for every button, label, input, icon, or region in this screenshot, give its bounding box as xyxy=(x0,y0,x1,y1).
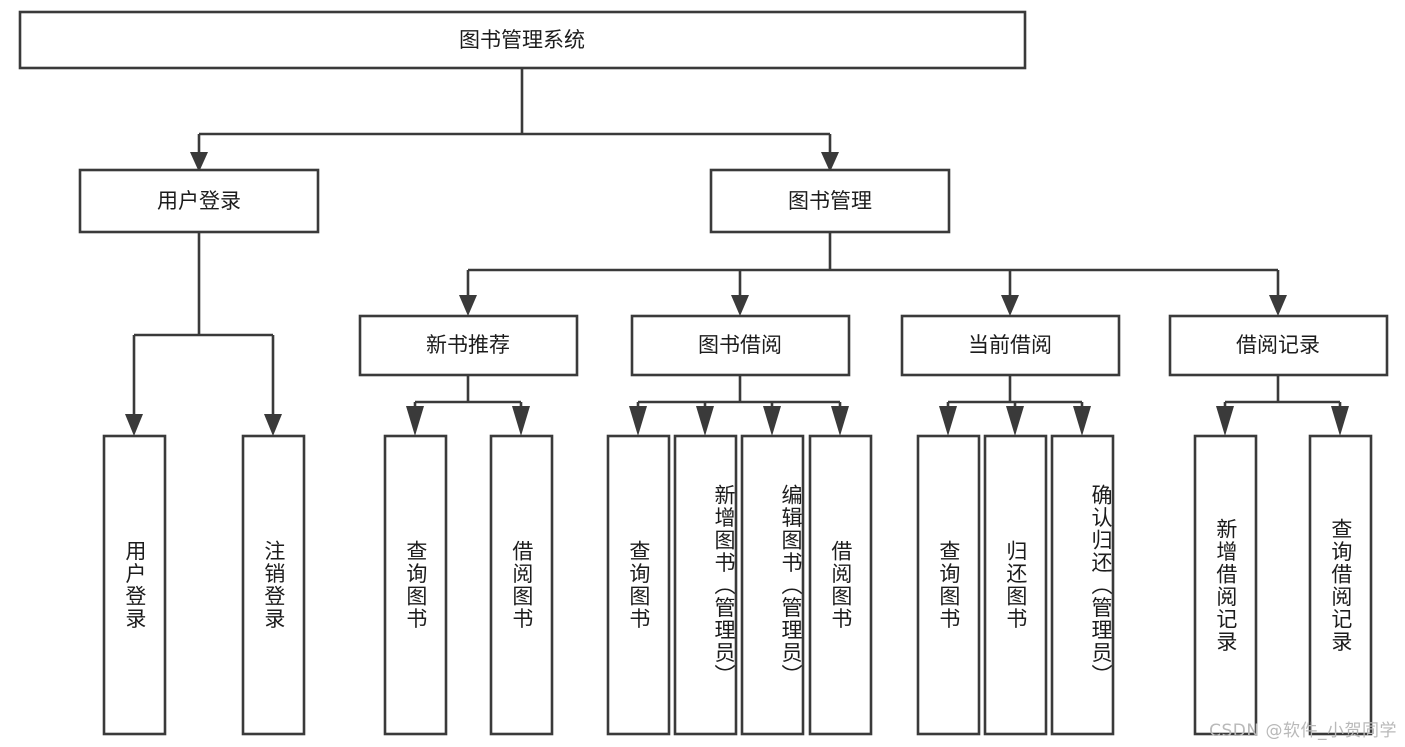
node-new-book-recommend[interactable] xyxy=(358,314,579,377)
arrowhead-rc-leaf1 xyxy=(1216,406,1234,436)
arrowhead-ul-leaf2 xyxy=(264,414,282,436)
arrowhead-book-manage xyxy=(821,152,839,172)
arrowhead-borrow xyxy=(731,295,749,316)
node-current-borrow[interactable] xyxy=(900,314,1121,377)
arrowhead-bw-leaf2 xyxy=(696,406,714,436)
node-current-borrow-label: 当前借阅 xyxy=(968,333,1052,357)
node-borrow-record[interactable] xyxy=(1168,314,1389,377)
leaf-current-query-book[interactable] xyxy=(916,434,981,736)
arrowhead-user-login xyxy=(190,152,208,172)
arrowhead-cb-leaf1 xyxy=(939,406,957,436)
node-book-management-label: 图书管理 xyxy=(788,189,872,213)
arrowhead-current xyxy=(1001,295,1019,316)
arrowhead-bw-leaf1 xyxy=(629,406,647,436)
leaf-user-login-user-login[interactable] xyxy=(102,434,167,736)
connector-group-user-login xyxy=(125,232,282,436)
arrowhead-newbook xyxy=(459,295,477,316)
arrowhead-cb-leaf2 xyxy=(1006,406,1024,436)
arrowhead-nb-leaf1 xyxy=(406,406,424,436)
leaf-current-return-book[interactable] xyxy=(983,434,1048,736)
connector-group-borrow xyxy=(629,375,849,436)
arrowhead-ul-leaf1 xyxy=(125,414,143,436)
leaf-borrow-query-book[interactable] xyxy=(606,434,671,736)
connector-group-record xyxy=(1216,375,1349,436)
leaf-newbook-query-book[interactable] xyxy=(383,434,448,736)
node-user-login[interactable] xyxy=(78,168,320,234)
node-user-login-label: 用户登录 xyxy=(157,189,241,213)
leaf-user-login-logout[interactable] xyxy=(241,434,306,736)
connector-group-newbook xyxy=(406,375,530,436)
leaf-borrow-add-book-admin[interactable] xyxy=(673,434,738,736)
node-root-book-management-system[interactable] xyxy=(18,10,1027,70)
node-book-borrow[interactable] xyxy=(630,314,851,377)
leaf-current-confirm-return-admin[interactable] xyxy=(1050,434,1115,736)
leaf-newbook-borrow-book[interactable] xyxy=(489,434,554,736)
leaf-record-query-borrow-record[interactable] xyxy=(1308,434,1373,736)
arrowhead-nb-leaf2 xyxy=(512,406,530,436)
connector-group-current xyxy=(939,375,1091,436)
leaf-borrow-edit-book-admin[interactable] xyxy=(740,434,805,736)
connector-group-book-manage xyxy=(459,232,1287,316)
arrowhead-bw-leaf3 xyxy=(763,406,781,436)
node-new-book-recommend-label: 新书推荐 xyxy=(426,333,510,357)
arrowhead-record xyxy=(1269,295,1287,316)
connector-group-root xyxy=(190,68,839,172)
node-borrow-record-label: 借阅记录 xyxy=(1236,333,1320,357)
arrowhead-bw-leaf4 xyxy=(831,406,849,436)
arrowhead-cb-leaf3 xyxy=(1073,406,1091,436)
node-book-borrow-label: 图书借阅 xyxy=(698,333,782,357)
leaf-record-add-borrow-record[interactable] xyxy=(1193,434,1258,736)
node-book-management[interactable] xyxy=(709,168,951,234)
watermark-text: CSDN @软件_小贺同学 xyxy=(1209,721,1397,741)
arrowhead-rc-leaf2 xyxy=(1331,406,1349,436)
leaf-borrow-borrow-book[interactable] xyxy=(808,434,873,736)
node-root-label: 图书管理系统 xyxy=(459,28,585,52)
